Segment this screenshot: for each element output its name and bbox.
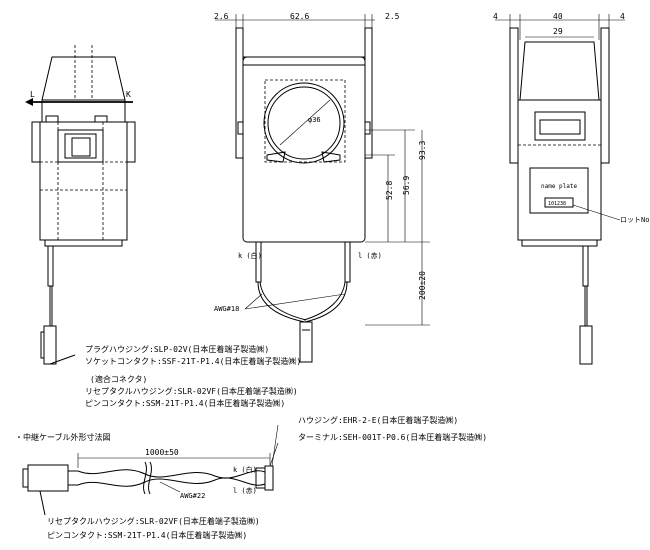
wire-gauge-label: AWG#18 — [214, 305, 239, 313]
dim-side-right-gap: 4 — [620, 12, 625, 21]
dim-cable-length: 200±20 — [418, 271, 427, 300]
right-side-view: 4 40 4 29 name plate 101238 ロットNo. — [493, 12, 650, 365]
dim-top-right-gap: 2.5 — [385, 12, 400, 21]
dim-height-total: 93.3 — [418, 141, 427, 160]
relay-l-label: l (赤) — [233, 487, 257, 495]
front-view: 2.6 62.6 2.5 φ36 52.8 56.9 93.3 — [214, 12, 430, 363]
relay-pin-note: ピンコンタクト:SSM-21T-P1.4(日本圧着端子製造㈱) — [47, 530, 247, 540]
dim-hole-diameter: φ36 — [308, 116, 321, 124]
lot-no-label: ロットNo. — [620, 216, 650, 224]
note-receptacle-housing: リセプタクルハウジング:SLR-02VF(日本圧着端子製造㈱) — [85, 386, 298, 396]
note-plug-housing: プラグハウジング:SLP-02V(日本圧着端子製造㈱) — [85, 344, 269, 354]
arrow-right-label: K — [126, 90, 131, 99]
relay-gauge-label: AWG#22 — [180, 492, 205, 500]
dim-height-mid: 56.9 — [402, 176, 411, 195]
relay-receptacle-note: リセプタクルハウジング:SLR-02VF(日本圧着端子製造㈱) — [47, 516, 260, 526]
right-notes: ハウジング:EHR-2-E(日本圧着端子製造㈱) ターミナル:SEH-001T-… — [298, 415, 487, 442]
relay-k-label: k (白) — [233, 465, 257, 474]
lead-k-label: k (白) — [238, 251, 262, 260]
note-pin-contact: ピンコンタクト:SSM-21T-P1.4(日本圧着端子製造㈱) — [85, 398, 285, 408]
dim-top-left-gap: 2.6 — [214, 12, 229, 21]
lead-l-label: l (赤) — [358, 252, 382, 260]
name-plate-text: name plate — [541, 183, 578, 190]
arrow-left-label: L — [30, 90, 35, 99]
relay-cable-drawing: ・中継ケーブル外形寸法図 1000±50 k (白) l (赤) AWG#22 … — [15, 424, 279, 540]
connector-notes: プラグハウジング:SLP-02V(日本圧着端子製造㈱) ソケットコンタクト:SS… — [85, 344, 301, 408]
note-housing-right: ハウジング:EHR-2-E(日本圧着端子製造㈱) — [298, 415, 458, 425]
note-mating-connector: (適合コネクタ) — [90, 374, 147, 384]
note-terminal-right: ターミナル:SEH-001T-P0.6(日本圧着端子製造㈱) — [298, 432, 487, 442]
note-socket-contact: ソケットコンタクト:SSF-21T-P1.4(日本圧着端子製造㈱) — [85, 356, 301, 366]
dim-top-width: 62.6 — [290, 12, 309, 21]
relay-cable-title: ・中継ケーブル外形寸法図 — [15, 432, 111, 442]
dim-height-lower: 52.8 — [385, 181, 394, 200]
dim-side-inner-width: 29 — [553, 27, 563, 36]
lot-code-text: 101238 — [548, 201, 566, 207]
left-side-view: L K — [25, 45, 136, 365]
dim-side-width: 40 — [553, 12, 563, 21]
dim-side-left-gap: 4 — [493, 12, 498, 21]
dim-relay-cable-length: 1000±50 — [145, 448, 179, 457]
